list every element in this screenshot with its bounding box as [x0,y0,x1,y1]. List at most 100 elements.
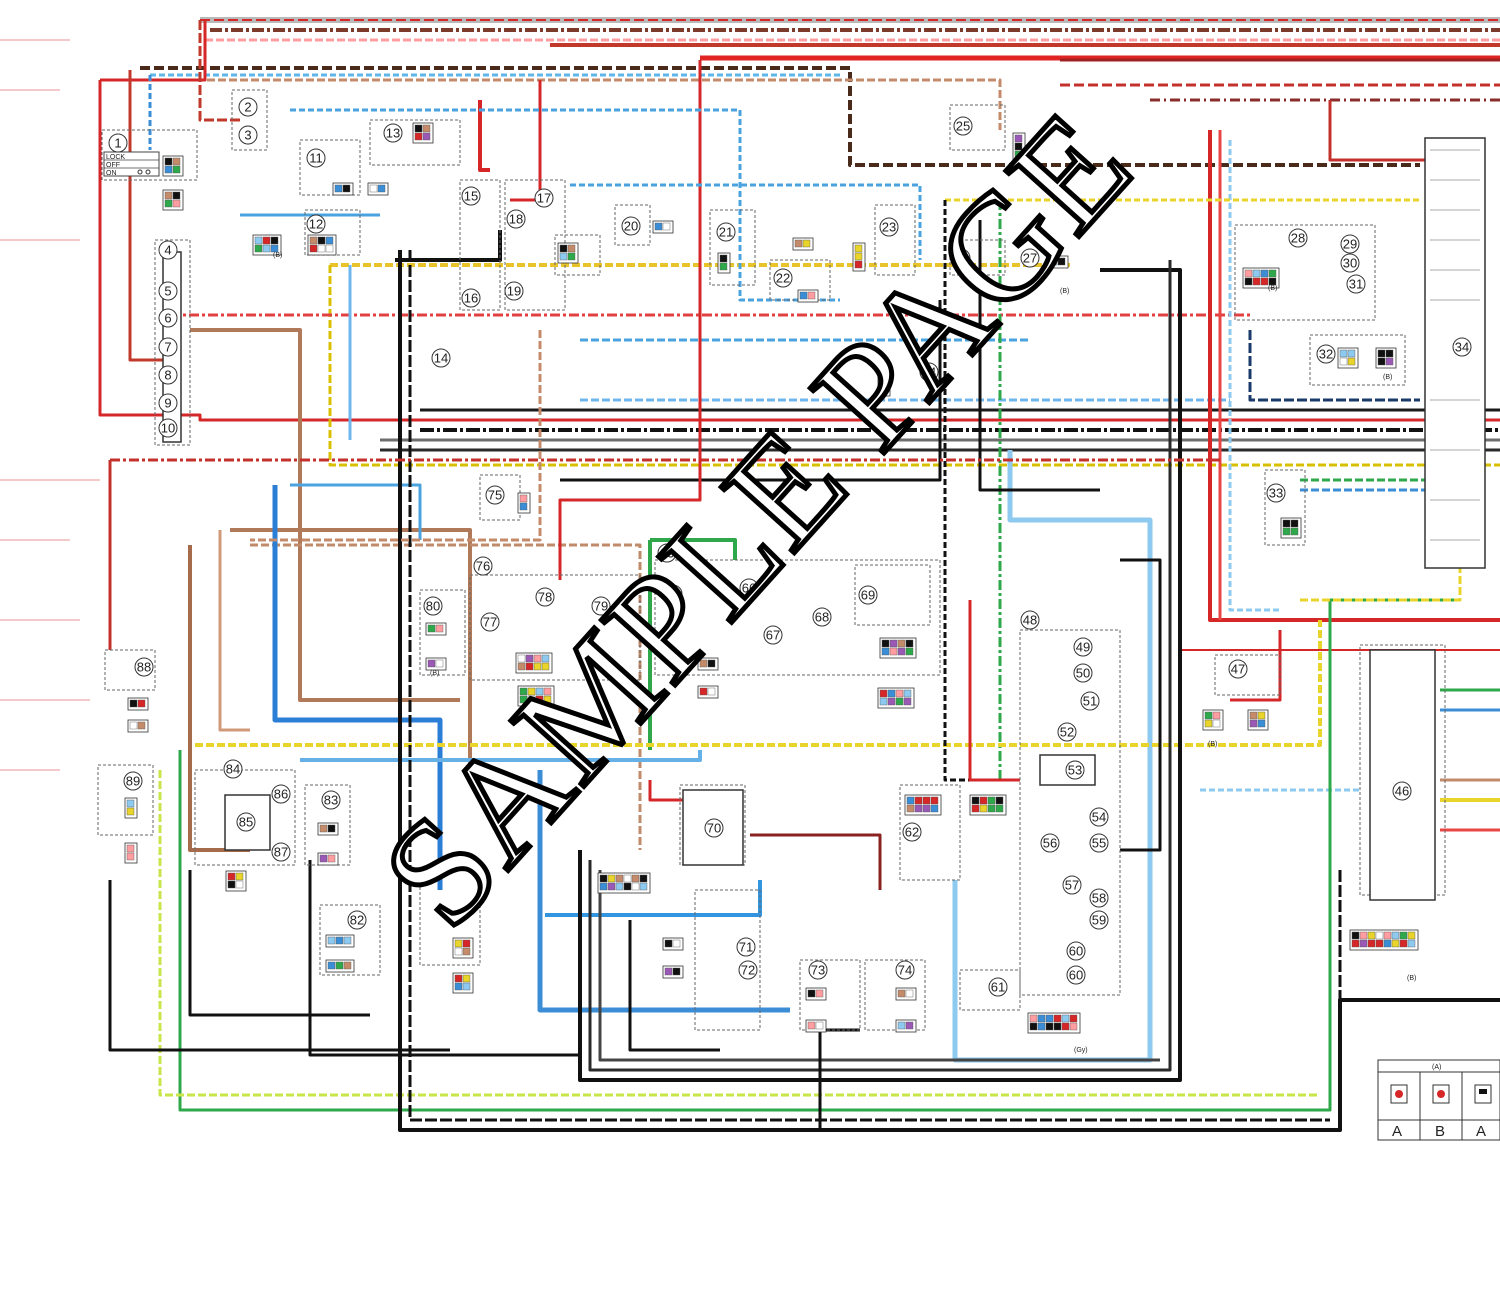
component-84-label: 84 [223,759,243,779]
component-number: 84 [226,762,240,777]
connector-pin-block [662,937,684,951]
component-24-label: 24 [919,362,939,382]
connector-pin-block [515,652,553,674]
component-72-label: 72 [738,960,758,980]
connector-glyphs [124,122,1419,1034]
legend-header: (A) [1432,1064,1441,1071]
connector-pin-block [1375,347,1397,369]
component-49-label: 49 [1073,637,1093,657]
connector-pin-block [252,234,282,256]
component-55-label: 55 [1089,833,1109,853]
component-74-label: 74 [895,960,915,980]
component-number: 57 [1065,878,1079,893]
connector-tag: (B) [273,252,282,259]
component-number: 33 [1269,486,1283,501]
connector-tag: (Gy) [1074,1047,1088,1054]
component-60-label: 60 [1066,965,1086,985]
component-number: 87 [274,845,288,860]
component-number: 61 [991,980,1005,995]
ignition-switch-panel: LOCK OFF ON [103,151,160,177]
component-86-label: 86 [271,784,291,804]
component-number: 89 [126,774,140,789]
component-number: 6 [164,311,171,326]
connector-tag: (B) [430,670,439,677]
connector-pin-block [879,637,917,659]
component-89-label: 89 [123,771,143,791]
component-number: 74 [898,963,912,978]
component-number: 80 [426,599,440,614]
component-number: 32 [1319,347,1333,362]
connector-pin-block [904,794,942,816]
connector-pin-block [325,959,355,973]
component-68-label: 68 [812,607,832,627]
connector-pin-block [1242,267,1280,289]
component-number: 60 [1069,968,1083,983]
connector-pin-block [162,189,184,211]
component-number: 47 [1231,662,1245,677]
component-16-label: 16 [461,288,481,308]
connector-pin-block [325,934,355,948]
component-number: 77 [483,615,497,630]
component-number: 73 [811,963,825,978]
component-number: 83 [324,793,338,808]
component-48-label: 48 [1020,610,1040,630]
component-number: 71 [739,940,753,955]
connector-pin-block [452,972,474,994]
component-23-label: 23 [879,217,899,237]
connector-pin-block [225,870,247,892]
component-70-label: 70 [704,818,724,838]
component-number: 53 [1068,763,1082,778]
component-47-label: 47 [1228,659,1248,679]
connector-pin-block [805,987,827,1001]
component-number: 27 [1023,251,1037,266]
component-number: 22 [776,271,790,286]
component-number: 50 [1076,666,1090,681]
component-number: 23 [882,220,896,235]
connector-pin-block [852,242,866,272]
connector-pin-block [425,657,447,671]
connector-pin-block [717,252,731,274]
component-22-label: 22 [773,268,793,288]
component-27-label: 27 [1020,248,1040,268]
connector-legend: (A) A B A [1377,1059,1500,1141]
connector-pin-block [425,622,447,636]
component-1-label: 1 [108,133,128,153]
component-7-label: 7 [158,337,178,357]
component-67-label: 67 [763,625,783,645]
component-number: 63 [660,546,674,561]
component-number: 34 [1455,340,1469,355]
connector-pin-block [1337,347,1359,369]
component-number: 48 [1023,613,1037,628]
ecu-34-connector [1430,149,1480,541]
component-30-label: 30 [1340,253,1360,273]
faint-fragments [0,39,100,771]
component-69-label: 69 [858,585,878,605]
component-58-label: 58 [1089,888,1109,908]
component-number: 8 [164,368,171,383]
component-33-label: 33 [1266,483,1286,503]
wire-harness [98,17,1500,1132]
component-number: 21 [719,225,733,240]
component-number: 52 [1060,725,1074,740]
component-number: 49 [1076,640,1090,655]
connector-pin-block [127,719,149,733]
component-78-label: 78 [535,587,555,607]
connector-pin-block [652,220,674,234]
component-87-label: 87 [271,842,291,862]
component-64-label: 64 [663,584,683,604]
component-73-label: 73 [808,960,828,980]
component-number: 86 [274,787,288,802]
connector-pin-block [597,872,651,894]
component-85-label: 85 [236,812,256,832]
connector-pin-block [1247,709,1269,731]
component-number: 68 [815,610,829,625]
connector-pin-block [797,289,819,303]
connector-pin-block [1280,517,1302,539]
connector-pin-block [895,1019,917,1033]
component-56-label: 56 [1040,833,1060,853]
component-number: 28 [1291,231,1305,246]
component-number: 62 [905,825,919,840]
component-number: 30 [1343,256,1357,271]
component-20-label: 20 [621,216,641,236]
component-32-label: 32 [1316,344,1336,364]
